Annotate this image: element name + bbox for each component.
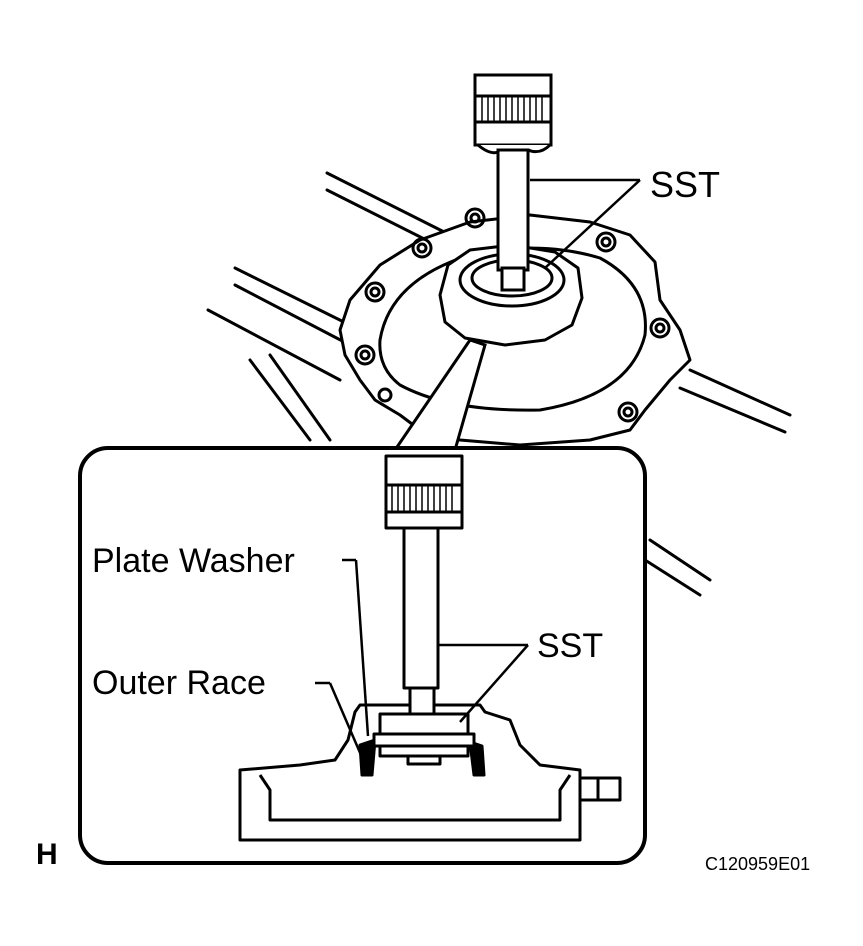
- leader-sst-top: [530, 178, 641, 269]
- knurl-inset: [391, 485, 453, 512]
- outer-race-label: Outer Race: [92, 664, 266, 702]
- frame-rails: [206, 171, 792, 597]
- inset-spigot: [578, 776, 622, 802]
- outer-race-right: [468, 740, 486, 777]
- outer-race: [358, 738, 377, 777]
- inset-detail: [238, 454, 622, 842]
- plate-washer: [372, 732, 476, 748]
- assembly-view: [206, 171, 792, 597]
- inset-housing-inner: [258, 774, 572, 822]
- sst-top-label: SST: [650, 164, 720, 205]
- view-letter-label: H: [36, 838, 58, 871]
- bolt-bosses: [354, 207, 671, 423]
- inset-leaders: [315, 558, 529, 763]
- plate-washer-label: Plate Washer: [92, 542, 295, 580]
- knurl-top: [481, 96, 543, 122]
- sst-tool-top: [473, 73, 553, 292]
- inset-housing: [238, 703, 582, 842]
- sst-inset-shaft: [402, 526, 440, 690]
- sst-inset-label: SST: [537, 627, 603, 665]
- sst-inset-head: [378, 712, 470, 736]
- figure-code-label: C120959E01: [705, 854, 810, 874]
